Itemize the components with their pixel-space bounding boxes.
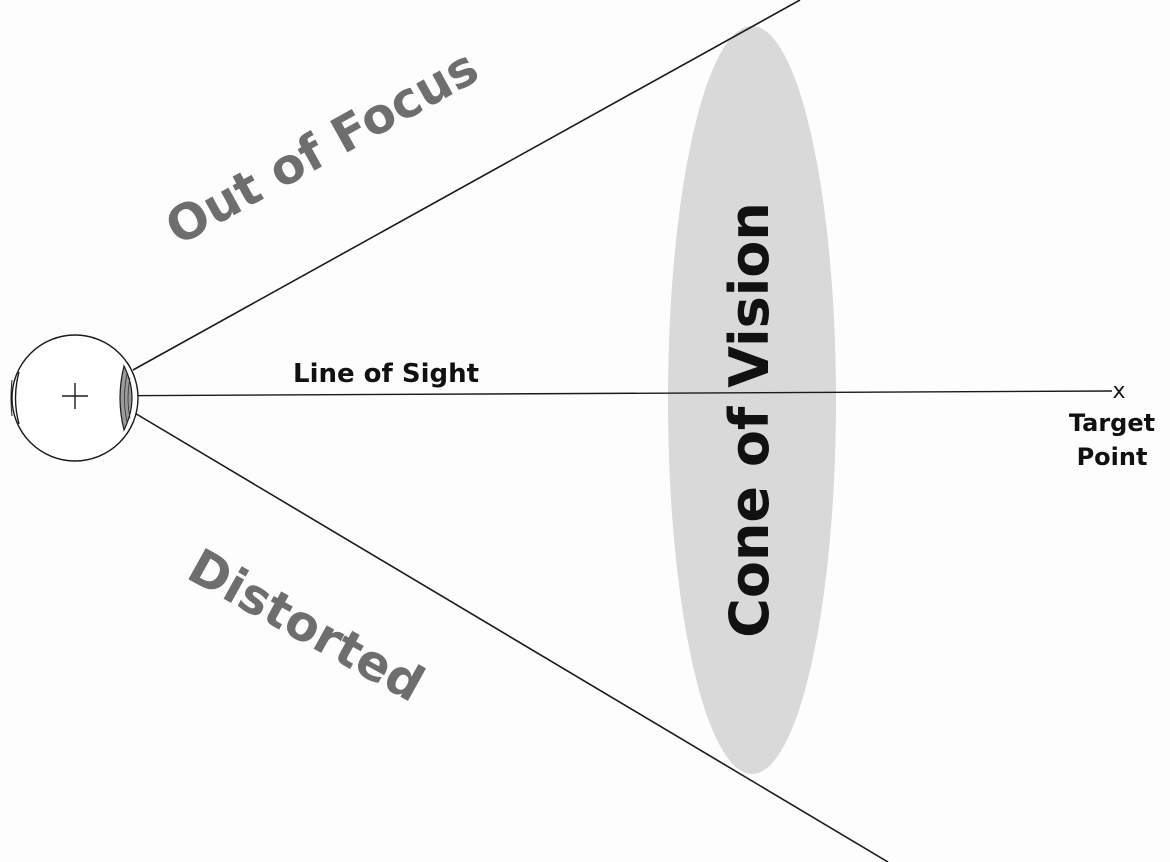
line-of-sight: [59, 390, 1113, 397]
upper-boundary-line: [132, 0, 801, 371]
target-label-line1: Target: [1069, 409, 1155, 437]
out-of-focus-label: Out of Focus: [156, 38, 487, 256]
target-marker: x: [1112, 379, 1125, 404]
cone-of-vision-ellipse: [668, 26, 836, 774]
cone-of-vision-label: Cone of Vision: [718, 202, 781, 638]
distorted-label: Distorted: [179, 538, 434, 714]
line-of-sight-label: Line of Sight: [293, 359, 479, 389]
lower-boundary-line: [132, 411, 889, 862]
target-label-line2: Point: [1077, 443, 1148, 471]
crosshair-icon: [62, 383, 88, 409]
